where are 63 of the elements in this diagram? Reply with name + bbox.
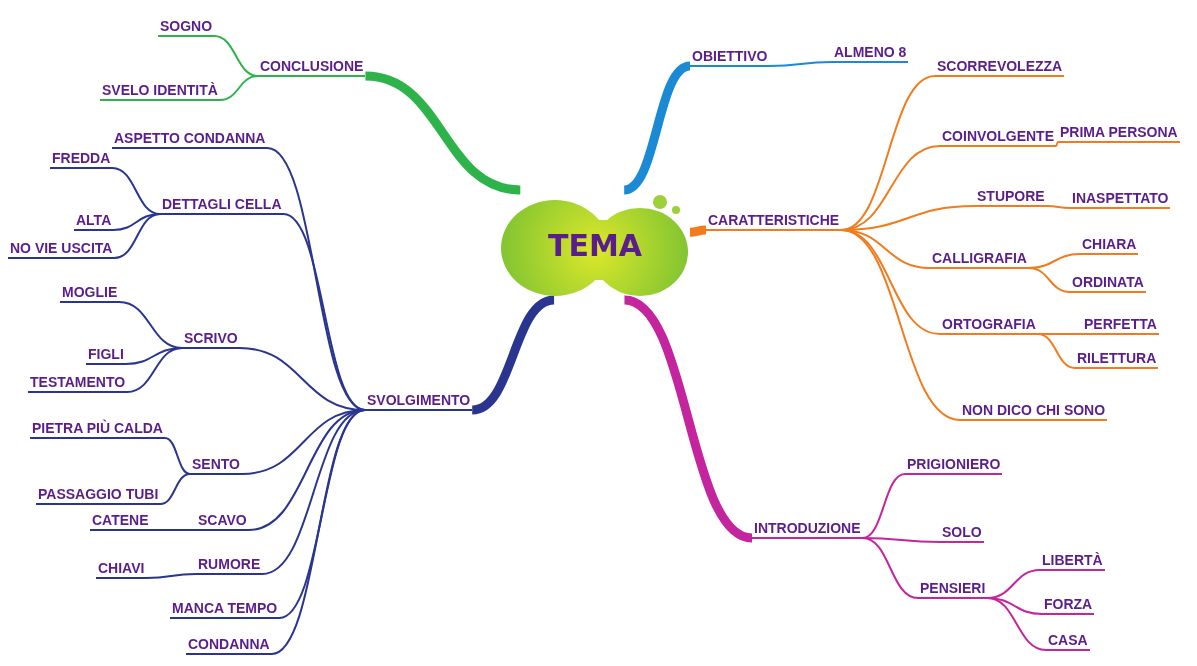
branch-label: DETTAGLI CELLA xyxy=(160,196,284,215)
branch-label: CHIARA xyxy=(1080,236,1139,255)
branch-line xyxy=(1055,141,1059,147)
branch-line xyxy=(270,409,366,655)
branch-label: ALMENO 8 xyxy=(832,44,909,63)
branch-label: CONDANNA xyxy=(186,636,272,655)
branch-label: CHIAVI xyxy=(96,560,147,579)
branch-label: FORZA xyxy=(1042,596,1095,615)
branch-label: PASSAGGIO TUBI xyxy=(36,486,161,505)
branch-label: LIBERTÀ xyxy=(1040,552,1105,571)
branch-label: SCRIVO xyxy=(182,330,240,349)
branch-label: NO VIE USCITA xyxy=(8,240,115,259)
branch-line xyxy=(364,71,521,195)
branch-label: SENTO xyxy=(190,456,242,475)
branch-label: CONCLUSIONE xyxy=(258,58,366,77)
branch-label: NON DICO CHI SONO xyxy=(960,402,1108,421)
branch-label: PERFETTA xyxy=(1082,316,1159,335)
branch-label: ASPETTO CONDANNA xyxy=(112,130,268,149)
branch-label: TESTAMENTO xyxy=(28,374,128,393)
branch-label: OBIETTIVO xyxy=(690,48,770,67)
branch-label: ALTA xyxy=(74,212,114,231)
branch-label: PENSIERI xyxy=(918,580,988,599)
branch-label: PRIGIONIERO xyxy=(905,456,1003,475)
branch-label: STUPORE xyxy=(975,188,1047,207)
branch-label: SCORREVOLEZZA xyxy=(935,58,1065,77)
branch-label: ORTOGRAFIA xyxy=(940,316,1038,335)
branch-line xyxy=(145,573,197,579)
branch-label: FIGLI xyxy=(86,346,126,365)
branch-line xyxy=(126,347,183,393)
branch-line xyxy=(1027,267,1071,293)
branch-label: CALLIGRAFIA xyxy=(930,250,1029,269)
branch-label: INTRODUZIONE xyxy=(752,520,863,539)
branch-label: MANCA TEMPO xyxy=(170,600,280,619)
branch-label: COINVOLGENTE xyxy=(940,128,1056,147)
branch-label: MOGLIE xyxy=(60,284,120,303)
central-topic-text: TEMA xyxy=(547,228,643,263)
branch-line xyxy=(861,537,919,599)
branch-line xyxy=(113,213,161,259)
branch-label: FREDDA xyxy=(50,150,113,169)
branch-label: ORDINATA xyxy=(1070,274,1146,293)
branch-line xyxy=(218,75,259,101)
branch-label: INASPETTATO xyxy=(1070,190,1171,209)
branch-line xyxy=(689,225,707,237)
branch-label: SVOLGIMENTO xyxy=(365,392,473,411)
branch-label: SOLO xyxy=(940,524,984,543)
branch-line xyxy=(1036,333,1076,369)
branch-label: CASA xyxy=(1046,632,1090,651)
branch-label: SVELO IDENTITÀ xyxy=(100,82,220,101)
branch-line xyxy=(149,529,197,531)
branch-label: RUMORE xyxy=(196,556,263,575)
branch-label: PIETRA PIÙ CALDA xyxy=(30,420,165,439)
branch-label: CARATTERISTICHE xyxy=(706,212,842,231)
branch-label: SCAVO xyxy=(196,512,249,531)
branch-line xyxy=(163,437,191,475)
branch-line xyxy=(986,597,1047,651)
branch-line xyxy=(768,61,833,67)
branch-label: SOGNO xyxy=(158,18,215,37)
branch-label: RILETTURA xyxy=(1075,350,1159,369)
branch-label: CATENE xyxy=(90,512,151,531)
branch-line xyxy=(159,473,191,505)
branch-line xyxy=(1045,205,1071,209)
branch-line xyxy=(840,229,961,421)
branch-label: PRIMA PERSONA xyxy=(1058,124,1180,143)
